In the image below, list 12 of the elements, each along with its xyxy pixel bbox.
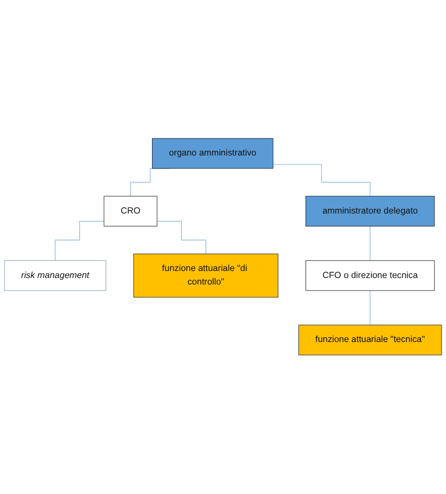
node-box: risk management <box>4 260 106 292</box>
node-box: organo amministrativo <box>152 138 274 169</box>
node-box: funzione attuariale "tecnica" <box>298 325 442 356</box>
node-box: funzione attuariale "di controllo" <box>133 254 278 298</box>
connector <box>370 226 371 262</box>
connector <box>54 221 104 262</box>
connector <box>272 164 371 197</box>
node-box: amministratore delegato <box>306 196 435 227</box>
node-box: CRO <box>104 196 158 227</box>
connector <box>156 221 206 255</box>
node-box: CFO o direzione tecnica <box>306 260 435 292</box>
connector <box>370 290 371 326</box>
